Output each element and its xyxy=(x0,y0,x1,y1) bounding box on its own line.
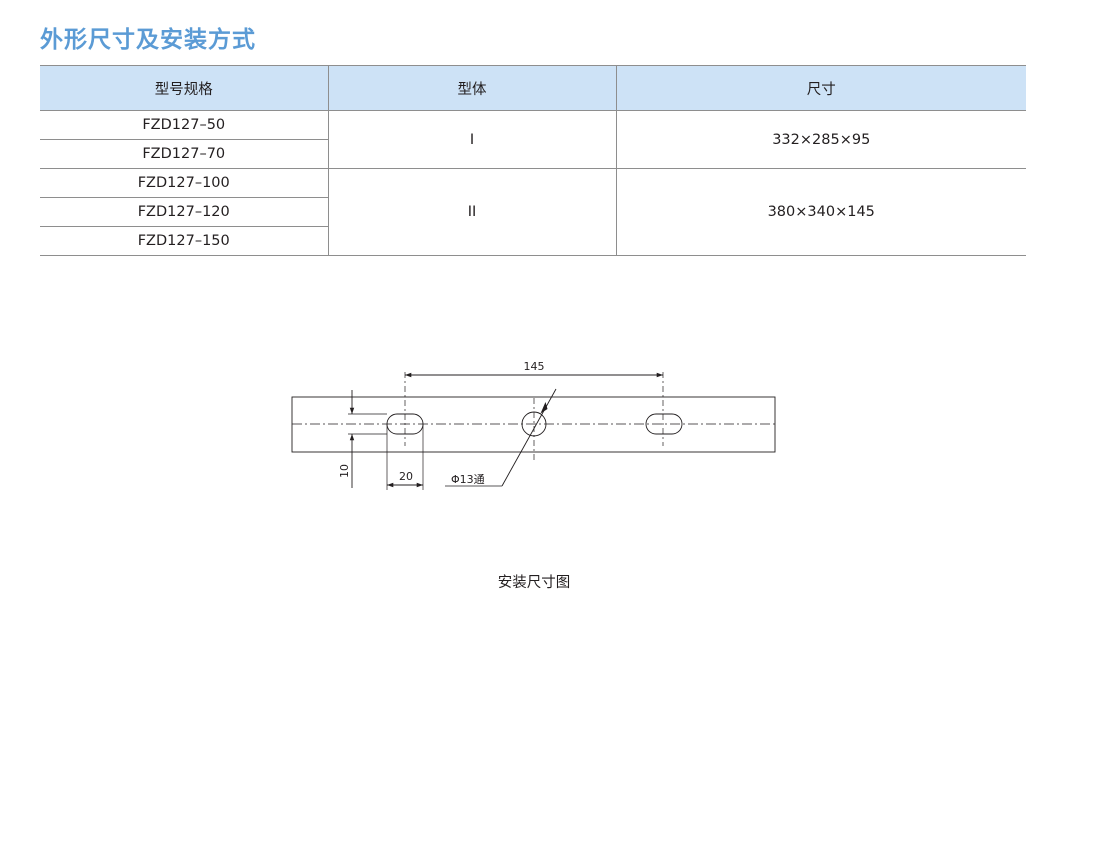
dim-10-label: 10 xyxy=(338,464,351,478)
drawing-caption: 安装尺寸图 xyxy=(497,575,571,591)
table-row: FZD127–150 xyxy=(40,226,1026,256)
header-type: 型体 xyxy=(327,65,616,111)
hole-label: Φ13通 xyxy=(451,473,485,486)
spec-table: 型号规格 型体 尺寸 FZD127–50 I 332×285×95 FZD127… xyxy=(40,65,1026,256)
model-cell: FZD127–150 xyxy=(40,226,328,256)
table-row: FZD127–70 xyxy=(40,139,1026,169)
center-hole xyxy=(521,411,547,437)
mounting-drawing: 145 20 10 Φ13通 xyxy=(291,360,776,490)
model-cell: FZD127–120 xyxy=(40,197,328,227)
model-cell: FZD127–100 xyxy=(40,168,328,198)
table-header-row: 型号规格 型体 尺寸 xyxy=(40,65,1026,111)
table-row: FZD127–100 II 380×340×145 xyxy=(40,168,1026,256)
right-slot xyxy=(645,413,683,435)
type-cell: I xyxy=(327,110,616,169)
table-row: FZD127–50 I 332×285×95 xyxy=(40,110,1026,169)
model-cell: FZD127–70 xyxy=(40,139,328,169)
hole-leader-arrow xyxy=(540,402,548,414)
header-size: 尺寸 xyxy=(615,65,1026,111)
dim-145-label: 145 xyxy=(524,360,545,373)
section-title: 外形尺寸及安装方式 xyxy=(40,27,256,53)
type-cell: II xyxy=(327,168,616,256)
hole-leader-line xyxy=(501,388,557,487)
table-row: FZD127–120 xyxy=(40,197,1026,227)
size-cell: 332×285×95 xyxy=(615,110,1026,169)
header-model: 型号规格 xyxy=(40,65,328,111)
size-cell: 380×340×145 xyxy=(615,168,1026,256)
mounting-bar xyxy=(291,396,776,453)
model-cell: FZD127–50 xyxy=(40,110,328,140)
dim-20-label: 20 xyxy=(399,470,413,483)
